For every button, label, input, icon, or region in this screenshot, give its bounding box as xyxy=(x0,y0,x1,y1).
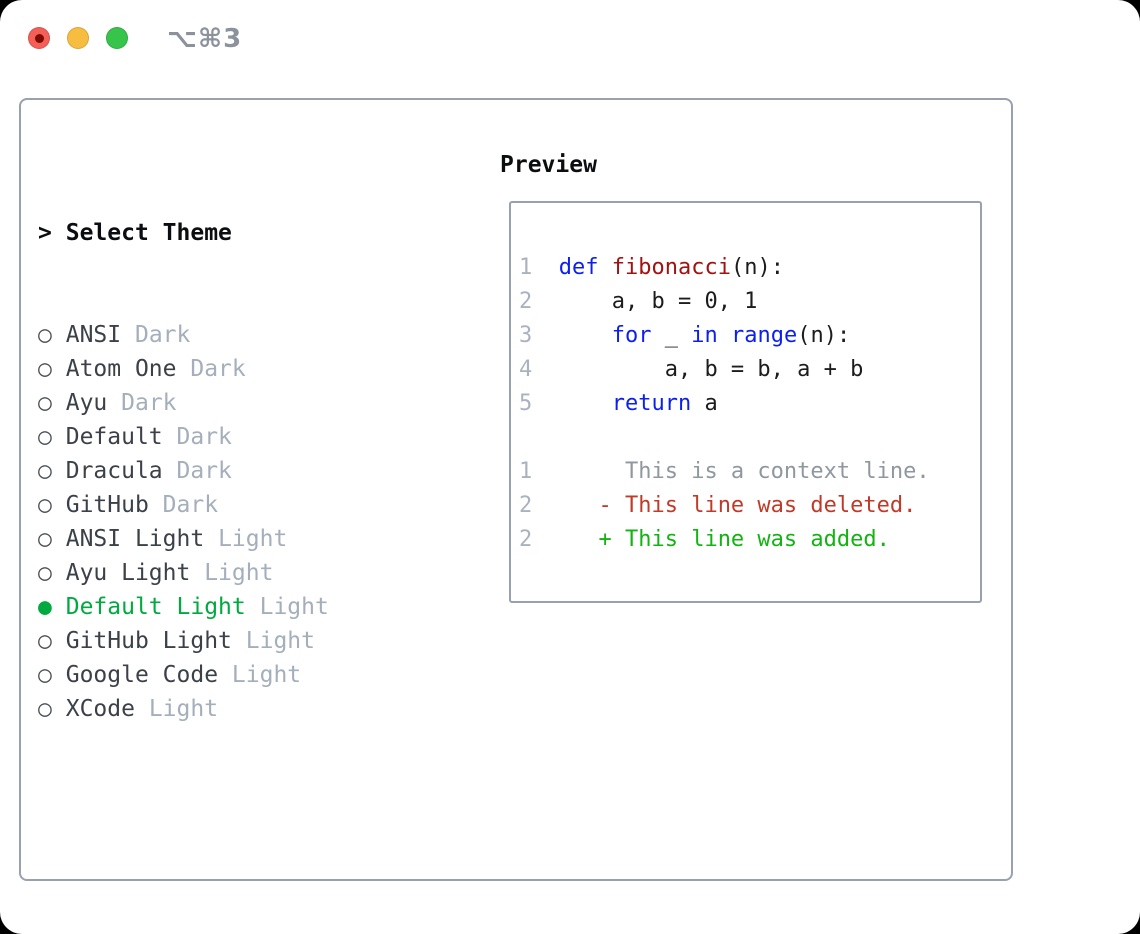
code-line: 5 return a xyxy=(519,391,718,416)
window-titlebar: ⌥⌘3 xyxy=(0,0,1140,97)
theme-option[interactable]: ○ Default Dark xyxy=(38,420,438,454)
option-label: Ayu xyxy=(65,390,108,416)
main-panel: > Select Theme ○ ANSI Dark○ Atom One Dar… xyxy=(19,98,1013,881)
theme-option[interactable]: ● Default Light Light xyxy=(38,590,438,624)
close-button[interactable] xyxy=(28,27,50,49)
variant-tag: Dark xyxy=(121,390,177,416)
option-label: Ayu Light xyxy=(65,560,191,586)
radio-unselected-icon: ○ xyxy=(38,492,52,518)
zoom-button[interactable] xyxy=(106,27,128,49)
variant-tag: Light xyxy=(231,662,302,688)
code-line xyxy=(519,421,980,455)
option-label: Default xyxy=(65,424,163,450)
code-line: 1 This is a context line. xyxy=(519,459,930,484)
theme-option[interactable]: ○ XCode Light xyxy=(38,692,438,726)
traffic-lights xyxy=(28,27,128,49)
theme-option[interactable]: ○ Ayu Light Light xyxy=(38,556,438,590)
option-label: Atom One xyxy=(65,356,177,382)
focus-caret-icon: > xyxy=(38,220,52,246)
theme-option[interactable]: ○ GitHub Light Light xyxy=(38,624,438,658)
variant-tag: Light xyxy=(204,560,274,586)
option-label: GitHub xyxy=(65,492,149,518)
theme-option[interactable]: ○ ANSI Dark xyxy=(38,318,438,352)
theme-option[interactable]: ○ Ayu Dark xyxy=(38,386,438,420)
radio-unselected-icon: ○ xyxy=(38,628,52,654)
theme-option[interactable]: ○ Dracula Dark xyxy=(38,454,438,488)
radio-unselected-icon: ○ xyxy=(38,526,52,552)
code-line: 2 + This line was added. xyxy=(519,527,890,552)
select-theme-header: > Select Theme xyxy=(38,216,438,250)
variant-tag: Light xyxy=(259,594,329,620)
code-line: 4 a, b = b, a + b xyxy=(519,357,864,382)
radio-unselected-icon: ○ xyxy=(38,662,52,688)
preview-title: Preview xyxy=(500,152,597,178)
variant-tag: Dark xyxy=(162,492,219,518)
option-label: ANSI Light xyxy=(65,526,205,552)
preview-column: Preview 1 def fibonacci(n): 2 a, b = 0, 1… xyxy=(500,148,982,603)
unsaved-dot-icon xyxy=(34,33,44,43)
variant-tag: Light xyxy=(245,628,315,654)
radio-unselected-icon: ○ xyxy=(38,560,52,586)
option-label: Google Code xyxy=(65,662,219,688)
code-line: 2 a, b = 0, 1 xyxy=(519,289,758,314)
theme-option[interactable]: ○ GitHub Dark xyxy=(38,488,438,522)
radio-unselected-icon: ○ xyxy=(38,696,52,722)
variant-tag: Dark xyxy=(176,424,232,450)
spacer xyxy=(38,828,438,862)
variant-tag: Dark xyxy=(176,458,232,484)
option-label: GitHub Light xyxy=(65,628,232,654)
code-line: 2 - This line was deleted. xyxy=(519,493,917,518)
variant-tag: Light xyxy=(218,526,288,552)
variant-tag: Light xyxy=(148,696,219,722)
radio-unselected-icon: ○ xyxy=(38,458,52,484)
option-label: XCode xyxy=(65,696,135,722)
select-theme-header-label: Select Theme xyxy=(65,220,232,246)
theme-list: ○ ANSI Dark○ Atom One Dark○ Ayu Dark○ De… xyxy=(38,318,438,726)
variant-tag: Dark xyxy=(134,322,191,348)
radio-unselected-icon: ○ xyxy=(38,390,52,416)
variant-tag: Dark xyxy=(190,356,246,382)
theme-selector-column: > Select Theme ○ ANSI Dark○ Atom One Dar… xyxy=(38,148,438,934)
theme-option[interactable]: ○ ANSI Light Light xyxy=(38,522,438,556)
minimize-button[interactable] xyxy=(67,27,89,49)
theme-option[interactable]: ○ Google Code Light xyxy=(38,658,438,692)
radio-unselected-icon: ○ xyxy=(38,424,52,450)
code-line: 1 def fibonacci(n): xyxy=(519,255,784,280)
option-label: Dracula xyxy=(65,458,163,484)
code-line: 3 for _ in range(n): xyxy=(519,323,851,348)
radio-unselected-icon: ○ xyxy=(38,356,52,382)
option-label: ANSI xyxy=(65,322,122,348)
option-label: Default Light xyxy=(65,594,246,620)
window-title-shortcut: ⌥⌘3 xyxy=(167,24,243,54)
radio-selected-icon: ● xyxy=(38,594,52,620)
code-preview: 1 def fibonacci(n): 2 a, b = 0, 1 3 for _ … xyxy=(519,251,980,557)
theme-option[interactable]: ○ Atom One Dark xyxy=(38,352,438,386)
radio-unselected-icon: ○ xyxy=(38,322,52,348)
preview-box: 1 def fibonacci(n): 2 a, b = 0, 1 3 for _ … xyxy=(509,201,982,603)
